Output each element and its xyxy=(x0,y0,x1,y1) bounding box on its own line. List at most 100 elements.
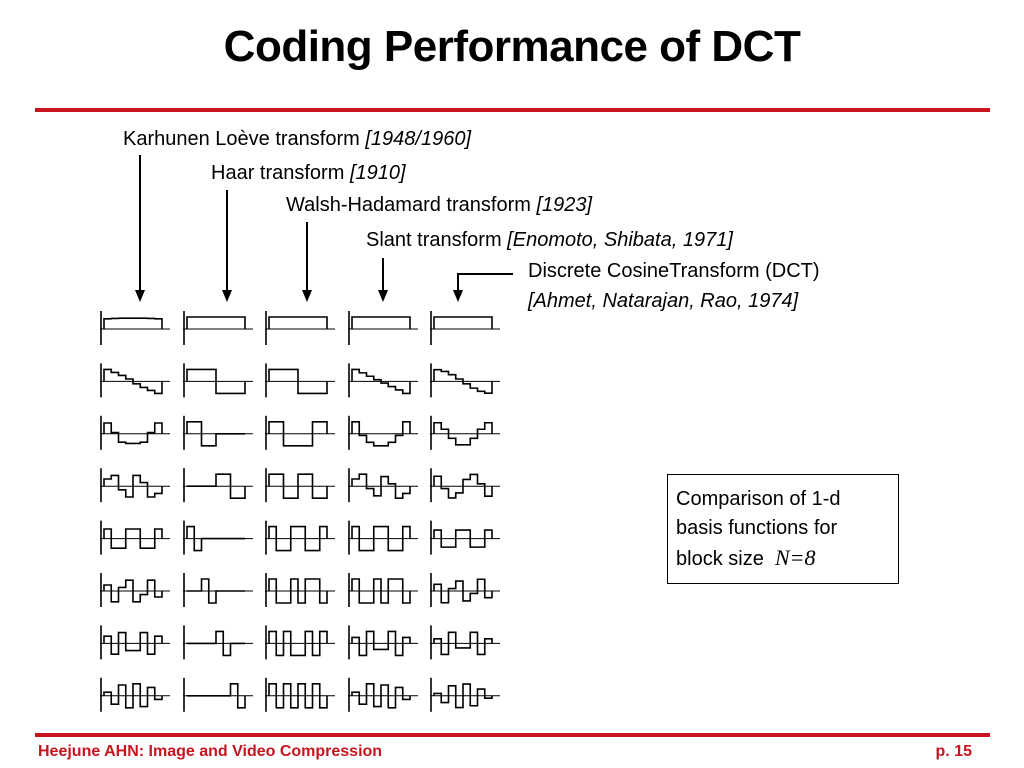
basis-waveform xyxy=(186,368,246,395)
label-haar-ref: [1910] xyxy=(349,162,406,184)
basis-cell-haar-5 xyxy=(183,573,253,607)
basis-cell-dct-3 xyxy=(430,468,500,503)
basis-cell-klt-0 xyxy=(100,311,170,345)
basis-waveform xyxy=(268,316,328,329)
basis-waveform xyxy=(103,368,163,395)
basis-waveform xyxy=(433,473,493,499)
basis-cell-dct-0 xyxy=(430,311,500,345)
label-haar: Haar transform [1910] xyxy=(211,162,406,185)
basis-cell-haar-4 xyxy=(183,520,253,555)
basis-cell-klt-4 xyxy=(100,520,170,555)
label-walsh: Walsh-Hadamard transform [1923] xyxy=(286,194,592,217)
basis-cell-slant-4 xyxy=(348,520,418,555)
basis-cell-walsh-2 xyxy=(265,415,335,450)
basis-cell-haar-2 xyxy=(183,415,253,450)
basis-waveform xyxy=(268,578,328,604)
basis-waveform xyxy=(103,631,163,655)
slide-title: Coding Performance of DCT xyxy=(223,22,801,71)
basis-waveform xyxy=(351,473,411,499)
basis-waveform xyxy=(268,473,328,499)
basis-cell-slant-1 xyxy=(348,363,418,398)
basis-cell-haar-3 xyxy=(183,468,253,503)
arrow-haar-head xyxy=(222,290,232,302)
note-line-3-text: block size xyxy=(676,548,764,570)
basis-waveform xyxy=(351,630,411,657)
basis-waveform xyxy=(103,474,163,498)
basis-cell-dct-7 xyxy=(430,677,500,712)
label-haar-name: Haar transform xyxy=(211,162,345,184)
basis-cell-klt-2 xyxy=(100,415,170,450)
label-slant-name: Slant transform xyxy=(366,229,502,251)
basis-waveform xyxy=(268,630,328,657)
top-rule xyxy=(35,108,990,112)
basis-cell-dct-6 xyxy=(430,625,500,660)
basis-waveform xyxy=(433,368,493,394)
basis-waveform xyxy=(351,421,411,447)
basis-waveform xyxy=(351,525,411,552)
basis-waveform xyxy=(433,683,493,709)
bottom-rule xyxy=(35,733,990,737)
basis-cell-klt-5 xyxy=(100,573,170,607)
basis-waveform xyxy=(186,525,245,552)
label-klt-ref: [1948/1960] xyxy=(365,128,472,150)
label-slant: Slant transform [Enomoto, Shibata, 1971] xyxy=(366,229,733,252)
pointer-arrows xyxy=(135,155,513,302)
basis-cell-haar-1 xyxy=(183,363,253,398)
arrow-klt-head xyxy=(135,290,145,302)
basis-cell-haar-7 xyxy=(183,677,253,712)
basis-waveform xyxy=(187,578,245,604)
basis-waveform xyxy=(103,683,163,709)
basis-waveform xyxy=(433,578,493,604)
basis-cell-dct-5 xyxy=(430,573,500,607)
footer-course: Heejune AHN: Image and Video Compression xyxy=(38,743,383,760)
basis-waveform xyxy=(187,473,246,499)
basis-cell-slant-3 xyxy=(348,468,418,503)
basis-cell-walsh-6 xyxy=(265,625,335,660)
basis-waveform xyxy=(433,316,493,329)
basis-cell-slant-2 xyxy=(348,415,418,450)
note-line-3: block size N=8 xyxy=(676,543,890,574)
basis-waveform xyxy=(351,578,411,604)
basis-cell-klt-1 xyxy=(100,363,170,398)
basis-cell-slant-6 xyxy=(348,625,418,660)
basis-cell-haar-0 xyxy=(183,311,253,345)
arrow-walsh-head xyxy=(302,290,312,302)
basis-waveform xyxy=(186,316,246,329)
basis-cell-walsh-7 xyxy=(265,677,335,712)
basis-cell-slant-7 xyxy=(348,677,418,712)
basis-waveform xyxy=(433,421,493,446)
basis-waveform xyxy=(433,529,493,548)
arrow-slant-head xyxy=(378,290,388,302)
label-walsh-name: Walsh-Hadamard transform xyxy=(286,194,531,216)
basis-cell-walsh-4 xyxy=(265,520,335,555)
basis-cell-dct-2 xyxy=(430,415,500,450)
label-klt: Karhunen Loève transform [1948/1960] xyxy=(123,128,471,151)
basis-cell-dct-1 xyxy=(430,363,500,398)
basis-waveform xyxy=(268,683,328,709)
note-line-1: Comparison of 1-d xyxy=(676,488,841,510)
basis-cell-klt-3 xyxy=(100,468,170,503)
label-klt-name: Karhunen Loève transform xyxy=(123,128,360,150)
basis-cell-walsh-5 xyxy=(265,573,335,607)
basis-waveform xyxy=(351,316,411,329)
basis-waveform xyxy=(187,630,245,657)
note-n: N=8 xyxy=(774,545,816,570)
basis-cell-dct-4 xyxy=(430,520,500,555)
arrow-dct xyxy=(457,273,513,292)
basis-waveform xyxy=(351,368,411,395)
footer-page-number: p. 15 xyxy=(935,743,972,760)
basis-grid xyxy=(100,311,500,712)
label-dct-name: Discrete CosineTransform (DCT) xyxy=(528,260,820,282)
basis-waveform xyxy=(351,683,411,709)
basis-waveform xyxy=(103,317,163,329)
basis-waveform xyxy=(186,421,245,447)
label-dct-ref: [Ahmet, Natarajan, Rao, 1974] xyxy=(528,290,799,312)
basis-cell-haar-6 xyxy=(183,625,253,660)
basis-waveform xyxy=(268,368,328,395)
arrow-dct-head xyxy=(453,290,463,302)
label-slant-ref: [Enomoto, Shibata, 1971] xyxy=(507,229,733,251)
basis-cell-klt-6 xyxy=(100,625,170,660)
basis-waveform xyxy=(187,683,246,709)
basis-waveform xyxy=(433,631,493,656)
